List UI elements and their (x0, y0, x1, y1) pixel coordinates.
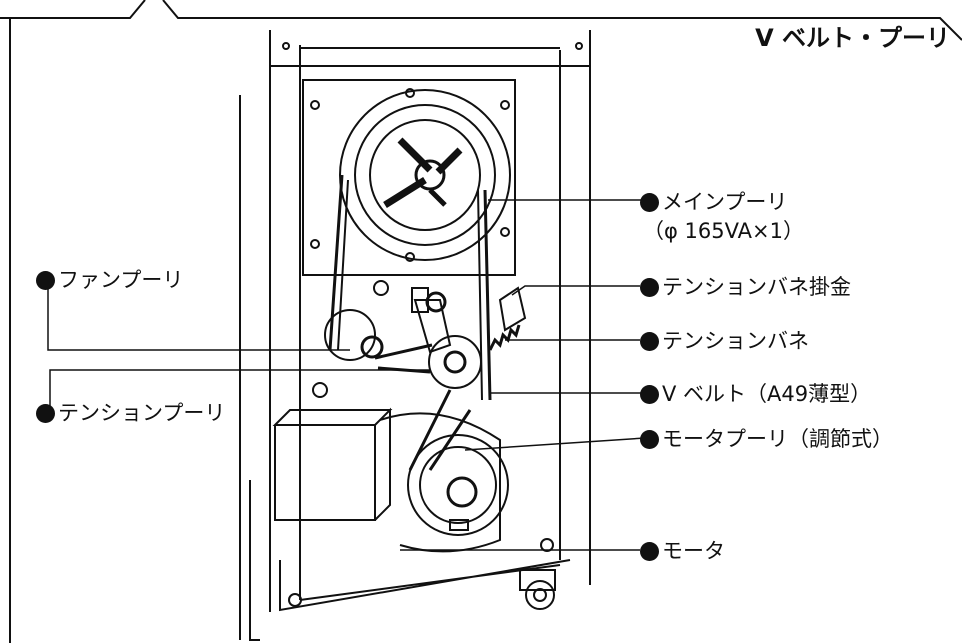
tension-pulley (428, 335, 482, 389)
main-pulley-outer (339, 89, 511, 261)
label-motor: モータ (640, 538, 725, 564)
leader-lines (47, 199, 655, 551)
cabinet-right-wall (559, 30, 591, 585)
label-tension-spring: テンションバネ (640, 328, 809, 354)
label-tension-spring-hook: テンションバネ掛金 (640, 274, 851, 300)
tension-arm (413, 299, 452, 354)
frame-top-left (0, 0, 146, 19)
motor-housing (272, 407, 393, 521)
mount-plate (302, 79, 516, 276)
bullet-icon (640, 278, 659, 297)
label-fan-pulley: ファンプーリ (36, 267, 183, 293)
label-main-pulley-spec: （φ 165VA×1） (643, 219, 804, 243)
label-v-belt: V ベルト（A49薄型） (640, 381, 871, 407)
spring-hook (498, 286, 527, 332)
bullet-icon (640, 385, 659, 404)
cabinet-left-wall (269, 30, 301, 612)
motor-pulley (407, 434, 509, 536)
label-motor-pulley: モータプーリ（調節式） (640, 426, 893, 452)
v-belt (328, 174, 492, 401)
label-main-pulley: メインプーリ (640, 189, 787, 215)
base (279, 559, 571, 612)
caster (525, 580, 555, 610)
frame-top-right (162, 0, 962, 41)
bullet-icon (36, 404, 55, 423)
motor-body (379, 412, 501, 553)
bullet-icon (36, 271, 55, 290)
bullet-icon (640, 332, 659, 351)
bullet-icon (640, 193, 659, 212)
bullet-icon (640, 542, 659, 561)
tension-spring (488, 324, 521, 351)
page-title: V ベルト・プーリ (755, 24, 950, 52)
label-tension-pulley: テンションプーリ (36, 400, 225, 426)
fan-pulley (324, 309, 376, 361)
bullet-icon (640, 430, 659, 449)
